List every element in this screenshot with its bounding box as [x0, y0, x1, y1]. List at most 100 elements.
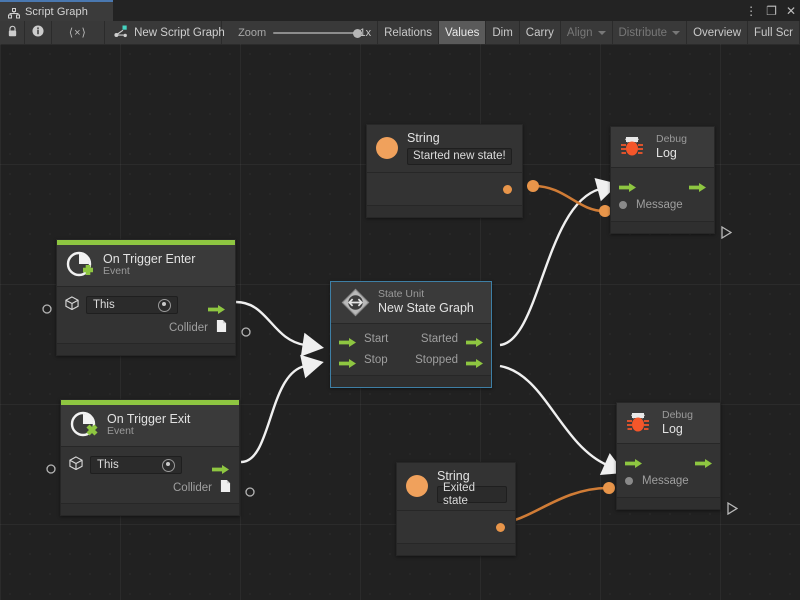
- tab-script-graph[interactable]: Script Graph: [0, 0, 113, 21]
- distribute-button[interactable]: Distribute: [613, 21, 688, 44]
- align-button[interactable]: Align: [561, 21, 613, 44]
- flow-output-port[interactable]: [208, 301, 225, 314]
- dim-button[interactable]: Dim: [486, 21, 520, 44]
- overview-button[interactable]: Overview: [687, 21, 749, 44]
- node-left-port-enter[interactable]: [42, 301, 52, 319]
- object-picker-icon[interactable]: [158, 298, 171, 312]
- node-footer: [61, 503, 239, 515]
- message-label: Message: [636, 198, 683, 211]
- collider-row: Collider: [61, 477, 239, 499]
- flow-row: [617, 449, 720, 470]
- node-footer: [367, 205, 522, 217]
- lock-icon: [7, 25, 18, 40]
- info-button[interactable]: [25, 21, 52, 44]
- string-value-field[interactable]: Started new state!: [407, 148, 512, 165]
- node-right-port-exit[interactable]: [245, 484, 255, 502]
- stop-input-port[interactable]: [339, 355, 356, 368]
- flow-row: [611, 173, 714, 194]
- relations-button[interactable]: Relations: [378, 21, 440, 44]
- node-on-trigger-enter[interactable]: On Trigger Enter Event This: [56, 239, 236, 356]
- string-output-port[interactable]: [496, 522, 505, 532]
- zoom-slider-handle[interactable]: [353, 28, 363, 38]
- fullscreen-button[interactable]: Full Scr: [748, 21, 800, 44]
- gameobject-cube-icon: [69, 455, 83, 475]
- node-debug-log-top[interactable]: Debug Log Message: [610, 126, 715, 234]
- node-subtitle: State Unit: [378, 288, 425, 301]
- chevron-down-icon: [672, 30, 681, 35]
- graph-name-label: New Script Graph: [134, 26, 225, 39]
- flow-input-port[interactable]: [625, 455, 642, 468]
- graph-canvas[interactable]: String Started new state!: [0, 44, 800, 600]
- flow-input-port[interactable]: [619, 179, 636, 192]
- node-state-unit[interactable]: State Unit New State Graph Start Started: [330, 281, 492, 388]
- object-picker-icon[interactable]: [162, 458, 175, 472]
- close-icon[interactable]: ✕: [785, 3, 796, 18]
- window-titlebar: Script Graph ⋮ ❐ ✕: [0, 0, 800, 22]
- message-label: Message: [642, 474, 689, 487]
- values-button[interactable]: Values: [439, 21, 487, 44]
- code-icon: ⟨×⟩: [68, 27, 87, 39]
- stopped-output-port[interactable]: [466, 355, 483, 368]
- more-options-icon[interactable]: ⋮: [745, 3, 758, 18]
- collider-doc-icon[interactable]: [216, 319, 227, 338]
- collider-label: Collider: [169, 322, 208, 334]
- node-string-bottom[interactable]: String Exited state: [396, 462, 516, 556]
- collider-row: Collider: [57, 317, 235, 339]
- graph-hierarchy-icon: [8, 6, 20, 19]
- started-output-port[interactable]: [466, 334, 483, 347]
- node-footer: [617, 497, 720, 509]
- distribute-label: Distribute: [618, 26, 668, 39]
- start-row: Start Started: [331, 328, 491, 349]
- node-subtitle: Debug: [656, 133, 687, 146]
- node-string-top[interactable]: String Started new state!: [366, 124, 523, 218]
- node-title: Log: [656, 145, 677, 160]
- maximize-icon[interactable]: ❐: [766, 3, 777, 18]
- target-object-field[interactable]: This: [86, 296, 178, 314]
- code-view-button[interactable]: ⟨×⟩: [52, 21, 106, 44]
- node-on-trigger-exit[interactable]: On Trigger Exit Event This: [60, 399, 240, 516]
- node-debug-log-bottom[interactable]: Debug Log Message: [616, 402, 721, 510]
- node-body: Message: [611, 167, 714, 221]
- string-value-field[interactable]: Exited state: [437, 482, 507, 507]
- zoom-slider[interactable]: [273, 27, 364, 39]
- zoom-label: Zoom: [238, 26, 267, 39]
- node-right-port-enter[interactable]: [241, 324, 251, 342]
- target-object-value: This: [97, 459, 119, 471]
- graph-source-field[interactable]: New Script Graph: [105, 21, 225, 44]
- node-header: On Trigger Exit Event: [61, 405, 239, 446]
- node-body: [367, 172, 522, 205]
- tab-label: Script Graph: [25, 5, 88, 18]
- flow-output-port[interactable]: [689, 179, 706, 192]
- string-output-port[interactable]: [503, 184, 512, 194]
- string-value-icon: [406, 475, 428, 497]
- string-value-text: Started new state!: [413, 150, 506, 163]
- window-controls: ⋮ ❐ ✕: [745, 0, 796, 21]
- flow-output-port[interactable]: [212, 461, 229, 474]
- lock-button[interactable]: [0, 21, 26, 44]
- debug-bug-icon: [619, 133, 647, 161]
- on-trigger-enter-icon: [66, 251, 94, 279]
- graph-toolbar: ⟨×⟩ New Script Graph Zoom 1x Relations V…: [0, 21, 800, 45]
- string-value-icon: [376, 137, 398, 159]
- node-subtitle: Debug: [662, 409, 693, 422]
- node-title: On Trigger Exit: [107, 412, 191, 427]
- node-title: New State Graph: [378, 300, 474, 315]
- node-title: On Trigger Enter: [103, 252, 196, 267]
- carry-button[interactable]: Carry: [520, 21, 561, 44]
- state-unit-icon: [341, 288, 370, 317]
- node-header: On Trigger Enter Event: [57, 245, 235, 286]
- flow-output-arrow-marker: [727, 501, 739, 520]
- start-input-port[interactable]: [339, 334, 356, 347]
- node-left-port-exit[interactable]: [46, 461, 56, 479]
- chevron-down-icon: [597, 30, 606, 35]
- node-body: Message: [617, 443, 720, 497]
- target-object-field[interactable]: This: [90, 456, 182, 474]
- script-graph-icon: [114, 25, 128, 41]
- string-value-text: Exited state: [443, 481, 475, 507]
- message-input-port[interactable]: [625, 476, 633, 485]
- zoom-control[interactable]: Zoom 1x: [222, 21, 379, 44]
- message-input-port[interactable]: [619, 200, 627, 209]
- info-icon: [32, 25, 44, 40]
- flow-output-port[interactable]: [695, 455, 712, 468]
- collider-doc-icon[interactable]: [220, 479, 231, 498]
